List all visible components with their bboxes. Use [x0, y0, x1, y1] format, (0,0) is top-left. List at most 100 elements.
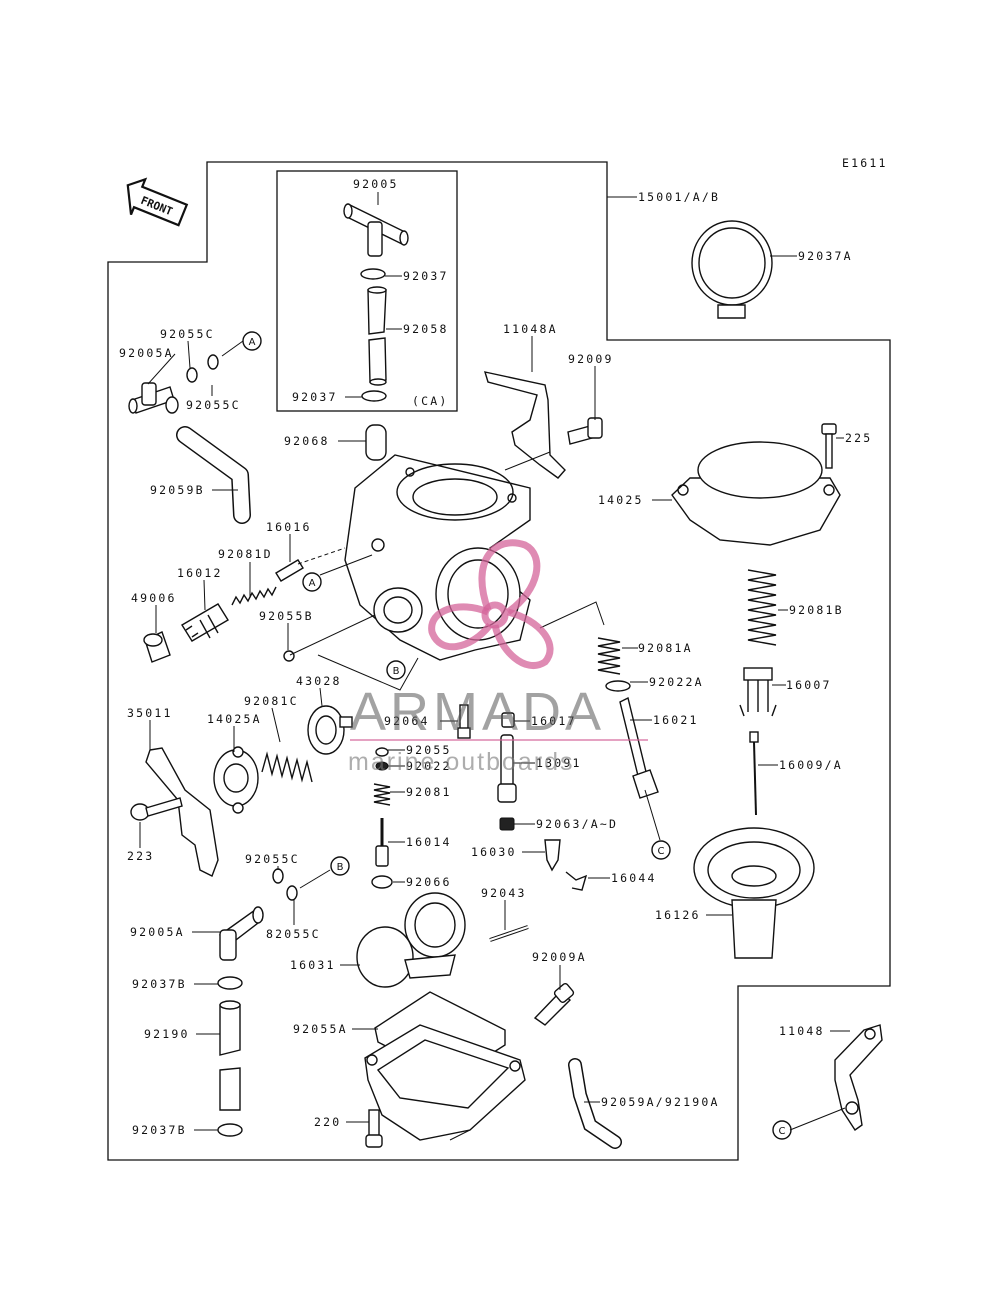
bracket-35011 [145, 747, 219, 877]
part-labels: 92005 92037 92058 92037 (CA) 15001/A/B 9… [119, 177, 870, 1137]
hose-92058 [367, 286, 387, 386]
label-92043: 92043 [481, 886, 527, 900]
label-92063: 92063/A~D [536, 817, 618, 831]
callout-b-lower: B [330, 856, 350, 876]
label-16126: 16126 [655, 908, 701, 922]
float-16031 [356, 892, 466, 988]
clip-92037-bottom [361, 390, 387, 402]
label-13091: 13091 [536, 756, 582, 770]
callout-a-body: A [302, 572, 322, 592]
label-16007: 16007 [786, 678, 832, 692]
jet-16017 [501, 712, 515, 728]
label-92022: 92022 [406, 759, 452, 773]
watermark-brand: ARMADA [350, 682, 605, 742]
label-16030: 16030 [471, 845, 517, 859]
carburetor-body [344, 454, 531, 661]
watermark: ARMADA marine outboards [348, 539, 648, 776]
clip-92037B-top [217, 976, 243, 990]
elbow-fitting-92005A-top [128, 382, 179, 414]
bracket-11048 [834, 1024, 883, 1131]
svg-text:A: A [309, 578, 316, 589]
screw-92064 [457, 704, 471, 739]
cover-14025A [213, 746, 259, 814]
diagram-code: E1611 [842, 156, 888, 170]
pilot-screw-16016 [275, 547, 346, 582]
propeller-logo-icon [428, 539, 554, 670]
label-92005A-top: 92005A [119, 346, 174, 360]
ca-inset-box [276, 170, 458, 412]
front-arrow-icon: FRONT [126, 177, 189, 227]
screw-225 [821, 423, 837, 469]
jet-16014 [375, 818, 389, 867]
label-92055B: 92055B [259, 609, 314, 623]
label-92066: 92066 [406, 875, 452, 889]
oring-82055C-lower-b [286, 885, 298, 901]
callout-a-top: A [242, 331, 262, 351]
label-43028: 43028 [296, 674, 342, 688]
label-92081A: 92081A [638, 641, 693, 655]
label-92081: 92081 [406, 785, 452, 799]
holder-16007 [739, 667, 777, 717]
label-14025A: 14025A [207, 712, 262, 726]
svg-text:B: B [337, 862, 344, 873]
label-92058: 92058 [403, 322, 449, 336]
hose-92190 [219, 1000, 241, 1111]
label-35011: 35011 [127, 706, 173, 720]
label-92009A: 92009A [532, 950, 587, 964]
bracket-11048A [483, 371, 566, 479]
diaphragm-43028 [307, 705, 353, 755]
spring-92081 [373, 783, 391, 806]
callout-b-body: B [386, 660, 406, 680]
top-cover-14025 [671, 441, 841, 546]
clip-16044 [565, 871, 588, 891]
label-92064: 92064 [384, 714, 430, 728]
label-223: 223 [127, 849, 154, 863]
label-92055A: 92055A [293, 1022, 348, 1036]
screw-92009 [567, 417, 603, 445]
watermark-tagline: marine outboards [348, 748, 575, 776]
cap-49006 [143, 631, 171, 663]
label-16044: 16044 [611, 871, 657, 885]
spring-92081B [747, 569, 777, 646]
jet-needle-16009 [749, 731, 759, 816]
label-92055C-top: 92055C [160, 327, 215, 341]
clip-92037B-bottom [217, 1123, 243, 1137]
oring-92055 [375, 747, 389, 757]
label-92055C-mid: 92055C [186, 398, 241, 412]
label-49006: 49006 [131, 591, 177, 605]
jet-13091 [497, 734, 517, 803]
callout-c-bracket: C [772, 1120, 792, 1140]
oring-92055C-b [207, 354, 219, 370]
label-15001: 15001/A/B [638, 190, 720, 204]
spring-92081D [231, 586, 277, 606]
svg-text:A: A [249, 337, 256, 348]
label-92037A: 92037A [798, 249, 853, 263]
label-92037-b: 92037 [292, 390, 338, 404]
oring-92055C-a [186, 367, 198, 383]
vacuum-piston-16126 [693, 827, 815, 959]
label-92055C-lower: 92055C [245, 852, 300, 866]
label-92022A: 92022A [649, 675, 704, 689]
label-16012: 16012 [177, 566, 223, 580]
label-16009: 16009/A [779, 758, 843, 772]
label-16014: 16014 [406, 835, 452, 849]
label-92055: 92055 [406, 743, 452, 757]
label-16031: 16031 [290, 958, 336, 972]
band-92037A [691, 220, 773, 319]
screw-16012 [181, 603, 229, 642]
label-92059A: 92059A/92190A [601, 1095, 720, 1109]
label-220: 220 [314, 1115, 341, 1129]
screw-220 [365, 1109, 383, 1148]
label-92081D: 92081D [218, 547, 273, 561]
label-92037B-bottom: 92037B [132, 1123, 187, 1137]
screw-92009A [533, 983, 575, 1026]
svg-text:C: C [779, 1126, 786, 1137]
label-92009: 92009 [568, 352, 614, 366]
plug-92068 [365, 424, 387, 461]
label-92037: 92037 [403, 269, 449, 283]
label-92190: 92190 [144, 1027, 190, 1041]
label-11048: 11048 [779, 1024, 825, 1038]
label-16017: 16017 [531, 714, 577, 728]
